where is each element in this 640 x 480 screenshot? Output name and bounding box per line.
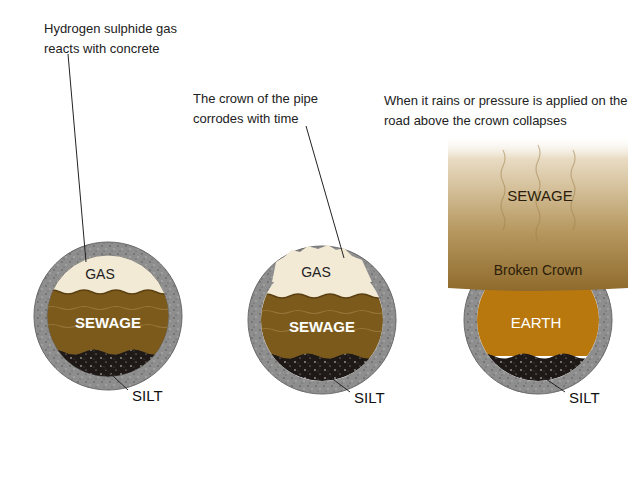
- pipe-section: [448, 135, 628, 394]
- callout-text: Hydrogen sulphide gas reacts with concre…: [44, 18, 196, 58]
- sewage-plume: [448, 135, 628, 291]
- region-label: GAS: [85, 266, 115, 282]
- callout-text: The crown of the pipe corrodes with time: [193, 91, 318, 126]
- pipe-section: [248, 245, 398, 394]
- corroded-crown: [272, 245, 372, 282]
- layer-label: SILT: [354, 388, 385, 408]
- region-label-box: EARTH: [508, 312, 565, 333]
- layer-label: SILT: [569, 389, 600, 406]
- leader-line: [530, 368, 565, 392]
- pipe-section: [34, 242, 184, 390]
- callout-text: The crown of the pipe corrodes with time: [193, 88, 345, 128]
- leader-line: [100, 364, 128, 390]
- layer-label: SILT: [132, 386, 163, 406]
- region-label: SEWAGE: [289, 318, 355, 335]
- leader-line: [306, 126, 344, 258]
- region-label-box: SEWAGE: [286, 316, 358, 337]
- region-label-box: SEWAGE: [72, 312, 144, 333]
- part-label: Broken Crown: [494, 260, 583, 280]
- leader-line: [68, 54, 86, 262]
- leader-line: [318, 368, 350, 392]
- region-label-box: GAS: [82, 264, 118, 284]
- layer-label: SILT: [132, 387, 163, 404]
- region-label: GAS: [301, 264, 331, 280]
- region-label-box: GAS: [298, 262, 334, 282]
- callout-text: When it rains or pressure is applied on …: [384, 90, 636, 130]
- region-label-box: SEWAGE: [504, 185, 576, 206]
- part-label: Broken Crown: [494, 262, 583, 278]
- layer-label: SILT: [569, 388, 600, 408]
- callout-text: Hydrogen sulphide gas reacts with concre…: [44, 21, 177, 56]
- layer-label: SILT: [354, 389, 385, 406]
- region-label: SEWAGE: [507, 187, 572, 204]
- callout-text: When it rains or pressure is applied on …: [384, 93, 628, 128]
- region-label: EARTH: [511, 314, 562, 331]
- region-label: SEWAGE: [75, 314, 141, 331]
